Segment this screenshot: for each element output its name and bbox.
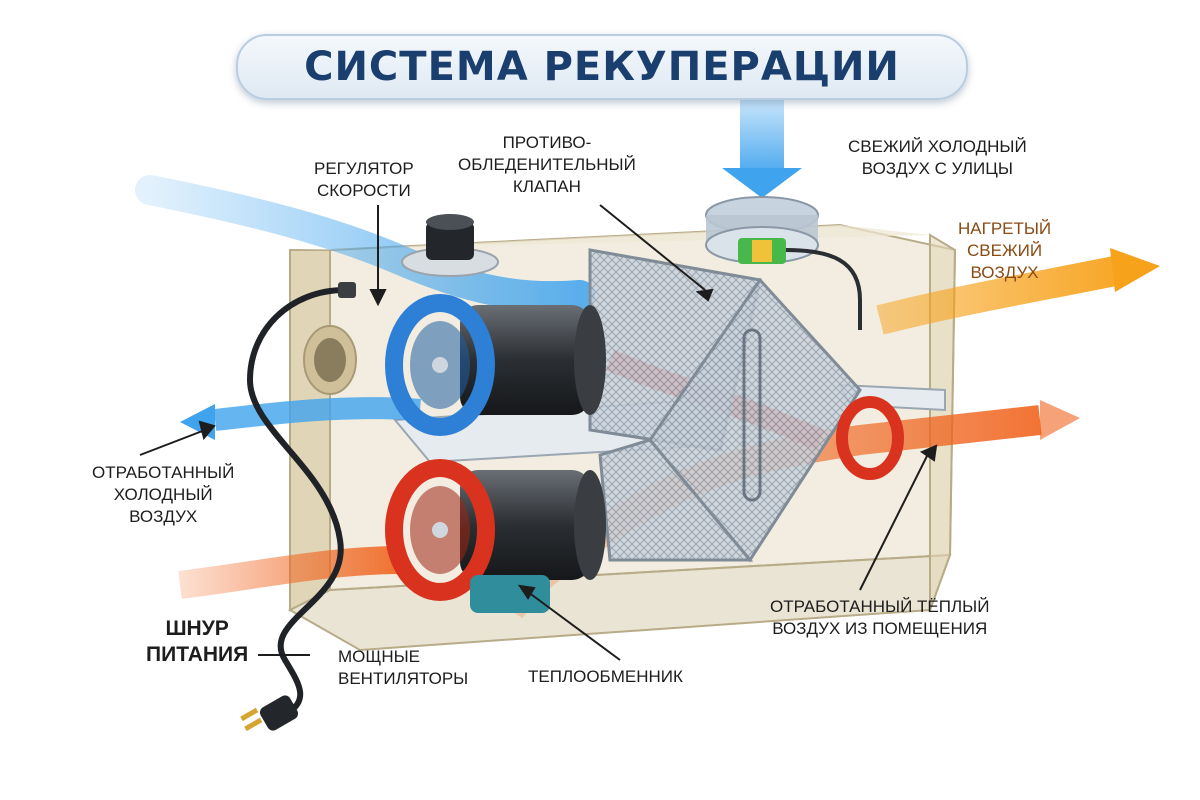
label-exhaust-cold-air: ОТРАБОТАННЫЙ ХОЛОДНЫЙ ВОЗДУХ bbox=[92, 463, 235, 526]
label-heated-fresh-air: НАГРЕТЫЙ СВЕЖИЙ ВОЗДУХ bbox=[958, 219, 1052, 282]
title-banner: СИСТЕМА РЕКУПЕРАЦИИ bbox=[236, 34, 968, 100]
label-fresh-cold-air: СВЕЖИЙ ХОЛОДНЫЙ ВОЗДУХ С УЛИЦЫ bbox=[848, 137, 1027, 178]
label-exhaust-warm-air: ОТРАБОТАННЫЙ ТЁПЛЫЙ ВОЗДУХ ИЗ ПОМЕЩЕНИЯ bbox=[770, 597, 990, 638]
fresh-air-column bbox=[740, 90, 784, 170]
power-cord bbox=[240, 282, 356, 732]
exhaust-inlet-ring bbox=[836, 396, 904, 480]
warm-exhaust-flow-left bbox=[178, 546, 401, 599]
label-power-cord: ШНУР ПИТАНИЯ bbox=[146, 617, 249, 666]
warm-in-arrowhead bbox=[1040, 400, 1080, 440]
label-speed-regulator: РЕГУЛЯТОР СКОРОСТИ bbox=[314, 159, 414, 200]
cold-flow-top bbox=[135, 175, 595, 312]
heated-flow bbox=[876, 255, 1123, 335]
leader-lines bbox=[139, 204, 938, 661]
fan-lower bbox=[385, 459, 606, 613]
heat-exchanger bbox=[588, 248, 862, 563]
heated-arrowhead bbox=[1110, 248, 1160, 292]
speed-regulator-knob bbox=[401, 214, 499, 277]
fan-upper bbox=[385, 294, 606, 436]
label-antifreeze-valve: ПРОТИВО- ОБЛЕДЕНИТЕЛЬНЫЙ КЛАПАН bbox=[458, 133, 636, 196]
label-heat-exchanger: ТЕПЛООБМЕННИК bbox=[528, 667, 683, 686]
exhaust-cold-flow bbox=[213, 397, 421, 431]
fresh-air-arrowhead bbox=[722, 168, 802, 198]
exhaust-cold-arrowhead bbox=[180, 404, 215, 440]
page-title: СИСТЕМА РЕКУПЕРАЦИИ bbox=[304, 44, 900, 90]
label-powerful-fans: МОЩНЫЕ ВЕНТИЛЯТОРЫ bbox=[338, 647, 469, 688]
antifreeze-valve bbox=[705, 196, 862, 330]
